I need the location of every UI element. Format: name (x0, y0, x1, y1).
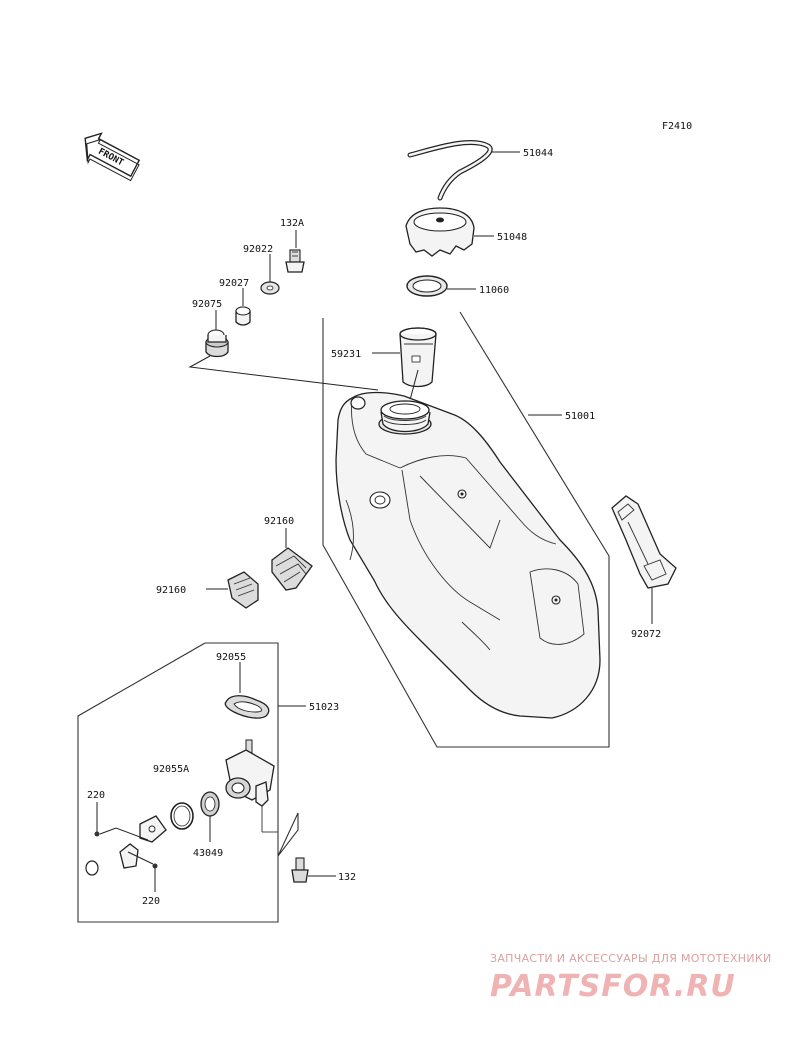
label-92072: 92072 (631, 629, 661, 640)
screw-220-upper (94, 831, 100, 837)
tank-strap (611, 495, 677, 589)
label-92022: 92022 (243, 244, 273, 255)
label-92055A: 92055A (153, 764, 189, 775)
lever-knob (119, 843, 139, 869)
watermark-tagline: ЗАПЧАСТИ И АКСЕССУАРЫ ДЛЯ МОТОТЕХНИКИ (490, 952, 772, 965)
mount-bolt-132A (285, 249, 305, 273)
damper-92075 (205, 329, 229, 358)
tank-frame (322, 311, 610, 748)
label-51001: 51001 (565, 411, 595, 422)
label-220-upper: 220 (87, 790, 105, 801)
fuel-cock-filter (200, 791, 220, 817)
front-arrow-icon: FRONT (84, 132, 141, 182)
watermark-brand: PARTSFOR.RU (490, 969, 736, 1004)
o-ring (170, 802, 194, 830)
label-59231: 59231 (331, 349, 361, 360)
fuel-tank (335, 391, 601, 719)
washer-92022 (260, 281, 280, 295)
fuel-cock-frame (77, 642, 299, 923)
label-51048: 51048 (497, 232, 527, 243)
fuel-cock (225, 739, 278, 833)
breather-hose (407, 140, 493, 201)
tank-damper-upper (271, 547, 313, 591)
label-11060: 11060 (479, 285, 509, 296)
lever-plate (139, 815, 167, 843)
label-92160-upper: 92160 (264, 516, 294, 527)
fuel-strainer (399, 327, 437, 388)
figure-code: F2410 (662, 121, 692, 132)
label-132A: 132A (280, 218, 304, 229)
small-washer (85, 860, 99, 876)
label-92160-lower: 92160 (156, 585, 186, 596)
label-43049: 43049 (193, 848, 223, 859)
screw-220-lower (152, 863, 158, 869)
label-92027: 92027 (219, 278, 249, 289)
label-132: 132 (338, 872, 356, 883)
label-51044: 51044 (523, 148, 553, 159)
label-92055: 92055 (216, 652, 246, 663)
bolt-132 (291, 857, 309, 883)
label-220-lower: 220 (142, 896, 160, 907)
fuel-cap (405, 207, 475, 257)
cap-gasket (406, 275, 448, 297)
collar-92027 (235, 306, 251, 326)
fuel-cock-gasket (224, 695, 270, 719)
label-51023: 51023 (309, 702, 339, 713)
label-92075: 92075 (192, 299, 222, 310)
tank-damper-lower (227, 571, 259, 609)
